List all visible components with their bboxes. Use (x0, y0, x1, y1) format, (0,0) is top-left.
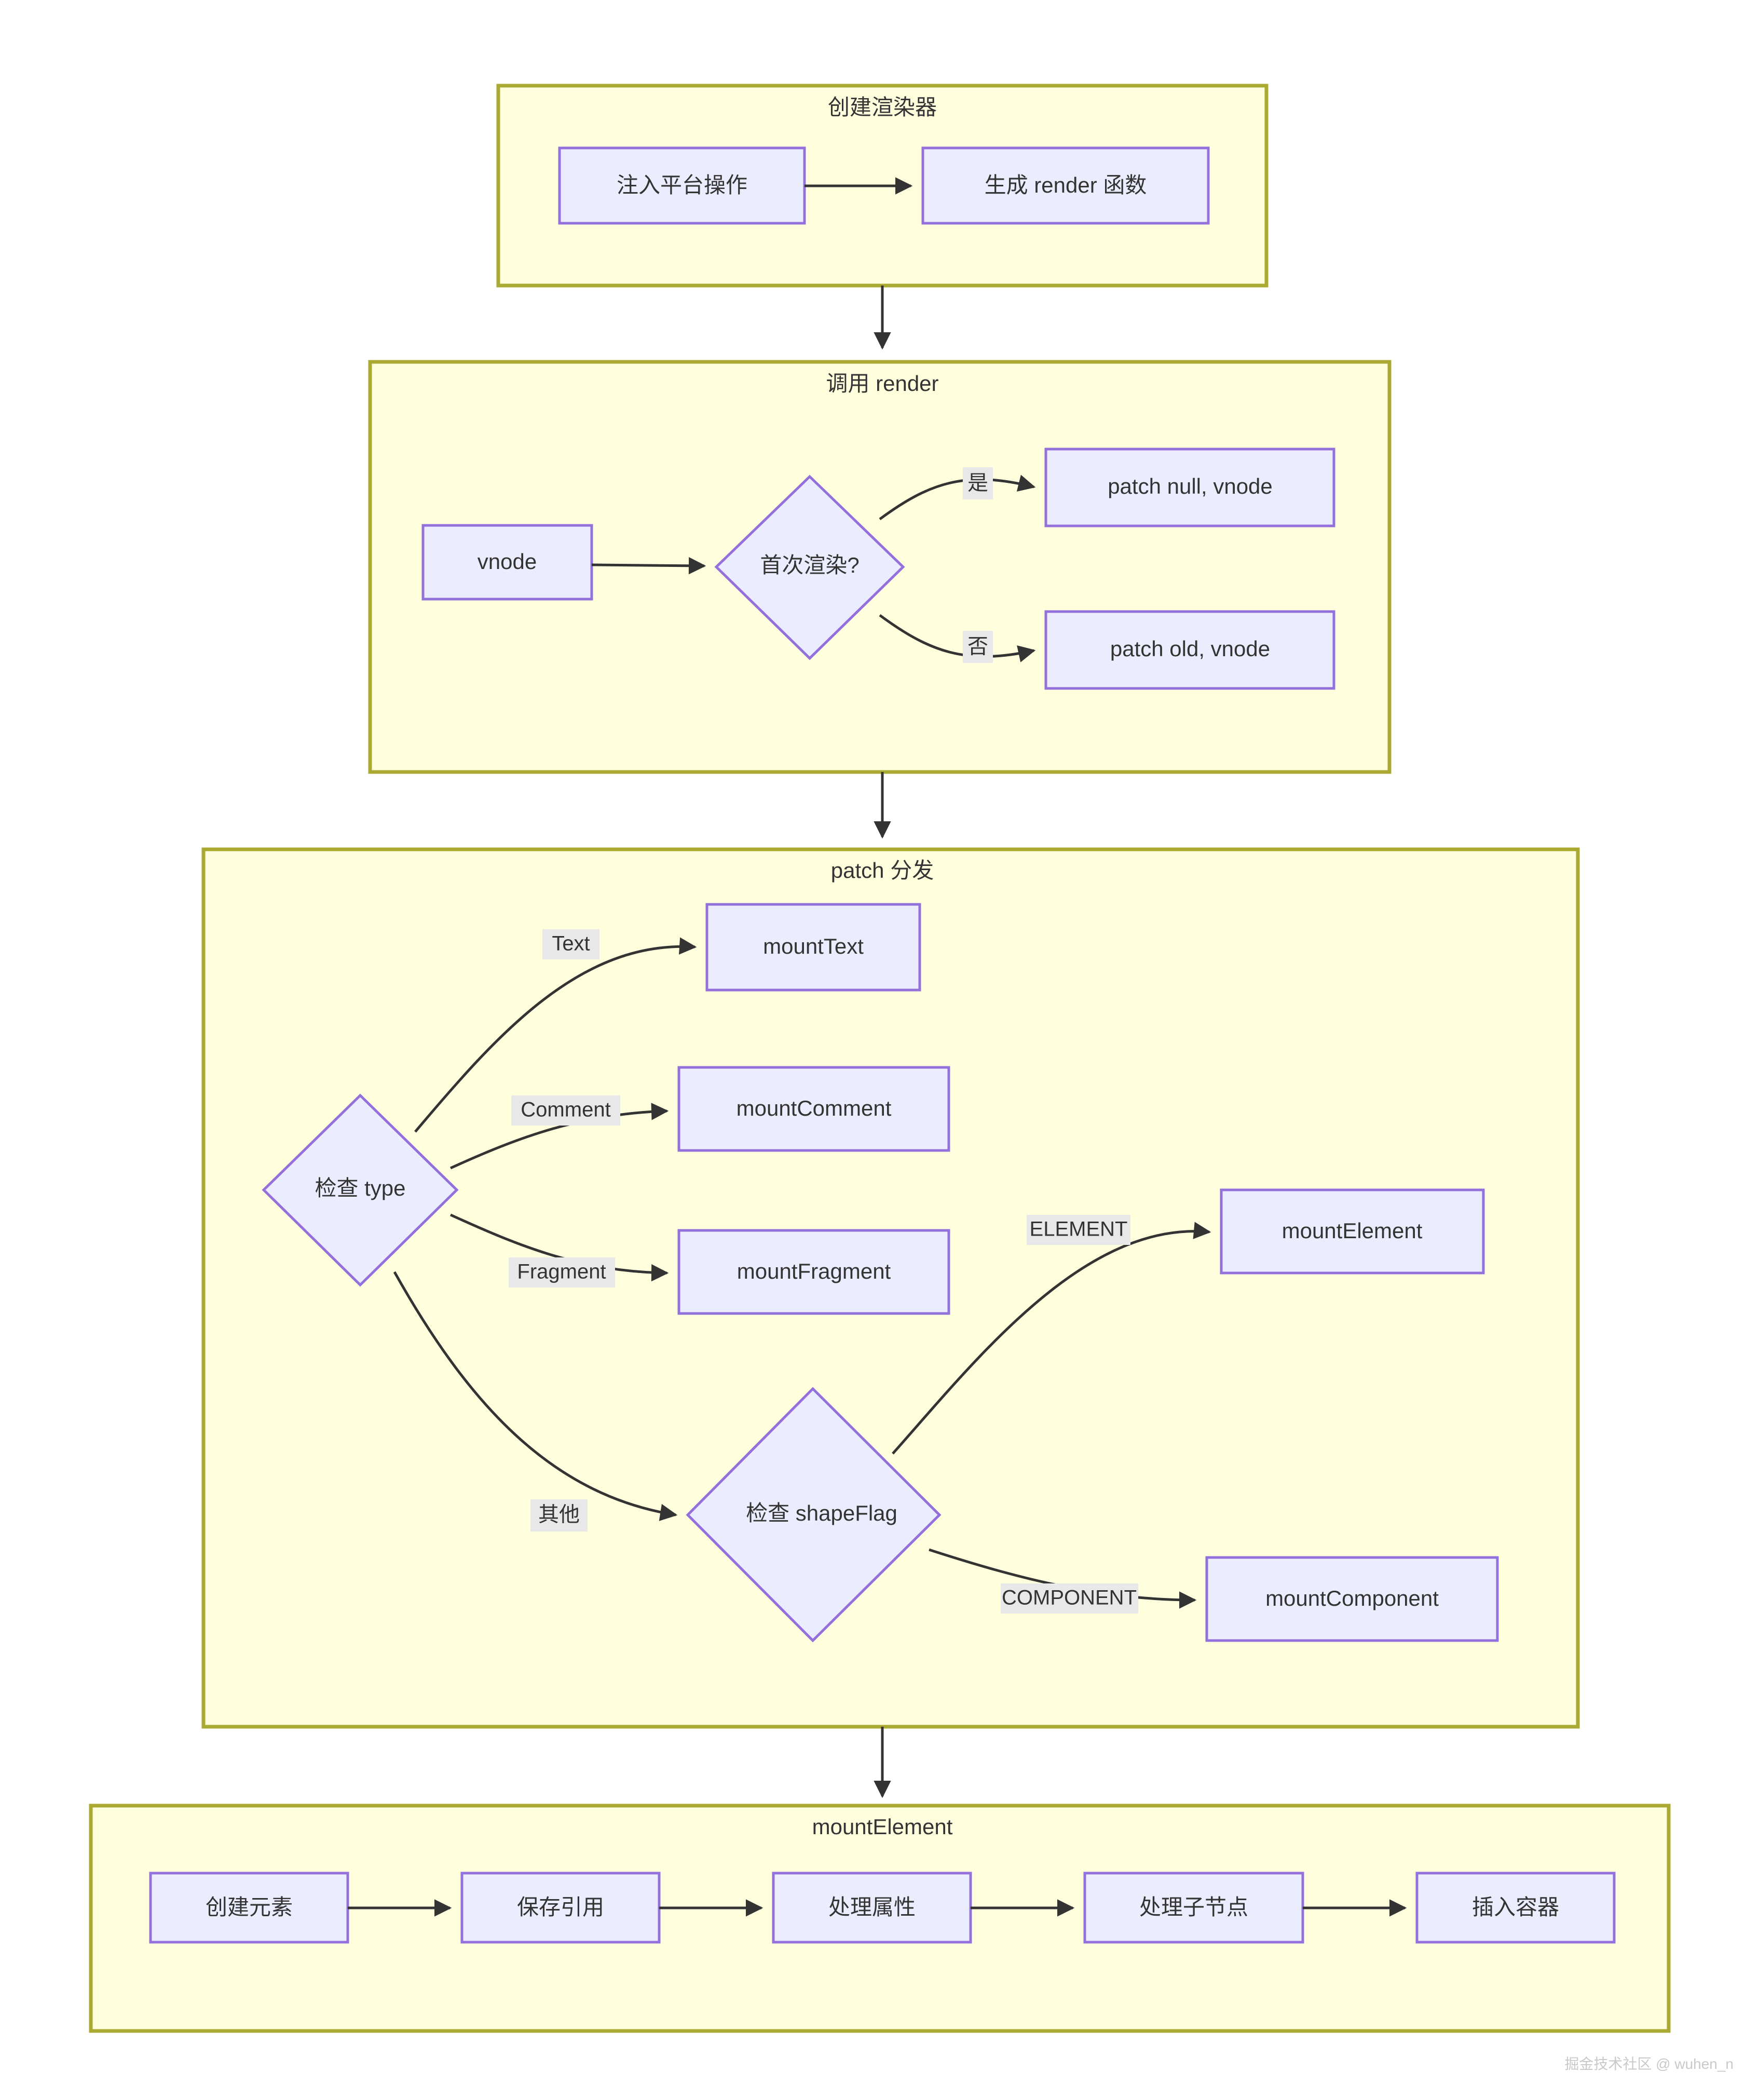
node-check-type[interactable]: 检查 type (262, 1093, 459, 1287)
edge-label-fragment: Fragment (517, 1261, 606, 1283)
node-mount-element-label: mountElement (1282, 1218, 1423, 1243)
node-inject-platform-box[interactable] (558, 146, 806, 225)
edge-label-element-bg (1027, 1215, 1130, 1245)
node-save-ref-label: 保存引用 (517, 1895, 604, 1919)
node-mount-element-box[interactable] (1220, 1188, 1485, 1275)
node-handle-props-box[interactable] (772, 1872, 972, 1944)
node-mount-fragment-label: mountFragment (737, 1259, 891, 1283)
node-patch-null[interactable]: patch null, vnode (1044, 448, 1335, 527)
edge-checktype-other (393, 1271, 678, 1521)
edge-shapeflag-element (892, 1222, 1211, 1455)
node-mount-comment-label: mountComment (737, 1096, 892, 1120)
node-patch-old-label: patch old, vnode (1110, 636, 1270, 661)
edge-label-other-bg (530, 1499, 588, 1532)
node-patch-null-label: patch null, vnode (1108, 474, 1273, 498)
node-vnode[interactable]: vnode (421, 524, 593, 601)
node-check-shapeflag[interactable]: 检查 shapeFlag (686, 1387, 942, 1643)
edge-label-component: COMPONENT (1002, 1587, 1137, 1609)
edge-label-no: 否 (967, 635, 988, 658)
node-mount-text[interactable]: mountText (705, 903, 921, 992)
node-inject-platform-label: 注入平台操作 (617, 173, 747, 197)
node-mount-element[interactable]: mountElement (1220, 1188, 1485, 1275)
edge-label-text: Text (552, 932, 590, 955)
node-save-ref[interactable]: 保存引用 (460, 1872, 661, 1944)
node-create-element-label: 创建元素 (206, 1895, 293, 1919)
node-gen-render[interactable]: 生成 render 函数 (921, 146, 1210, 225)
node-mount-comment[interactable]: mountComment (677, 1066, 950, 1152)
node-insert-container[interactable]: 插入容器 (1415, 1872, 1616, 1944)
node-insert-container-label: 插入容器 (1472, 1895, 1559, 1919)
cluster-mount-element-box (89, 1804, 1671, 2033)
node-mount-comment-box[interactable] (677, 1066, 950, 1152)
cluster-mount-element: mountElement (89, 1804, 1671, 2033)
node-mount-component-label: mountComponent (1265, 1586, 1439, 1610)
edge-label-yes-bg (963, 467, 993, 499)
edge-vnode-to-firstrender (591, 557, 706, 575)
node-handle-children-label: 处理子节点 (1139, 1895, 1248, 1919)
edge-checktype-fragment (449, 1213, 669, 1282)
node-handle-children-box[interactable] (1083, 1872, 1304, 1944)
cluster-create-renderer-title: 创建渲染器 (828, 95, 937, 119)
cluster-mount-element-title: mountElement (812, 1814, 953, 1839)
node-check-type-diamond[interactable] (262, 1093, 459, 1287)
edge-label-text-bg (542, 929, 599, 959)
edge-label-comment-bg (511, 1095, 620, 1126)
edge-label-element: ELEMENT (1030, 1218, 1128, 1241)
node-handle-props-label: 处理属性 (828, 1895, 916, 1919)
node-check-shapeflag-diamond[interactable] (686, 1387, 942, 1643)
watermark: 掘金技术社区 @ wuhen_n (1564, 2056, 1734, 2072)
edge-label-fragment-bg (509, 1257, 615, 1288)
edge-label-yes: 是 (967, 472, 988, 495)
edge-checktype-comment (449, 1103, 669, 1170)
edge-label-no-bg (963, 631, 993, 663)
cluster-patch-dispatch-title: patch 分发 (831, 858, 934, 883)
node-check-shapeflag-label: 检查 shapeFlag (746, 1501, 897, 1525)
node-patch-old[interactable]: patch old, vnode (1044, 610, 1335, 690)
node-handle-props[interactable]: 处理属性 (772, 1872, 972, 1944)
node-first-render-diamond[interactable] (714, 475, 905, 660)
node-mount-text-box[interactable] (705, 903, 921, 992)
node-vnode-label: vnode (478, 549, 537, 574)
cluster-call-render-title: 调用 render (826, 371, 938, 396)
node-patch-old-box[interactable] (1044, 610, 1335, 690)
node-check-type-label: 检查 type (315, 1176, 405, 1200)
node-gen-render-label: 生成 render 函数 (985, 173, 1147, 197)
node-patch-null-box[interactable] (1044, 448, 1335, 527)
node-create-element-box[interactable] (149, 1872, 349, 1944)
node-insert-container-box[interactable] (1415, 1872, 1616, 1944)
node-mount-fragment-box[interactable] (677, 1229, 950, 1315)
node-inject-platform[interactable]: 注入平台操作 (558, 146, 806, 225)
node-mount-text-label: mountText (763, 934, 864, 958)
node-mount-fragment[interactable]: mountFragment (677, 1229, 950, 1315)
edge-label-comment: Comment (521, 1099, 610, 1121)
node-vnode-box[interactable] (421, 524, 593, 601)
edge-checktype-text (414, 937, 697, 1133)
node-create-element[interactable]: 创建元素 (149, 1872, 349, 1944)
edge-label-component-bg (1001, 1583, 1138, 1614)
edge-firstrender-no (879, 614, 1036, 662)
node-handle-children[interactable]: 处理子节点 (1083, 1872, 1304, 1944)
node-mount-component[interactable]: mountComponent (1205, 1556, 1499, 1642)
node-gen-render-box[interactable] (921, 146, 1210, 225)
edge-firstrender-yes (879, 475, 1036, 521)
node-mount-component-box[interactable] (1205, 1556, 1499, 1642)
node-first-render[interactable]: 首次渲染? (714, 475, 905, 660)
edge-label-other: 其他 (538, 1503, 580, 1526)
node-first-render-label: 首次渲染? (760, 553, 859, 577)
